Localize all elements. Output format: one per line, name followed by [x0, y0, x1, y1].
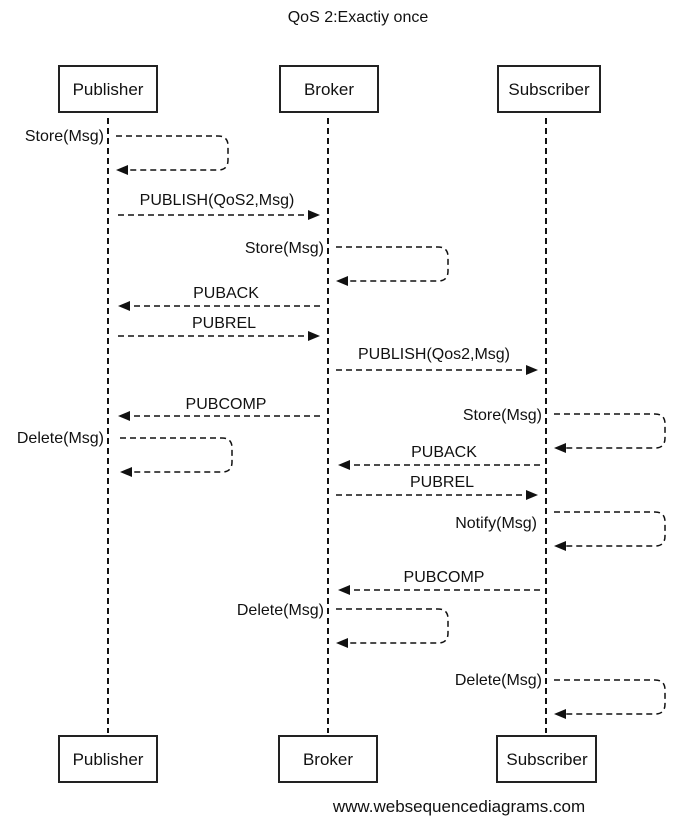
participant-publisher-top: Publisher: [58, 65, 158, 113]
participant-label: Publisher: [73, 80, 144, 99]
lifelines: [107, 118, 547, 733]
participant-label: Subscriber: [506, 750, 588, 769]
message-puback-to-broker: PUBACK: [338, 444, 540, 470]
participants-bottom: Publisher Broker Subscriber: [58, 735, 597, 783]
message-label: PUBREL: [192, 315, 256, 332]
arrowhead: [336, 638, 348, 648]
message-publisher-store: Store(Msg): [25, 128, 229, 175]
message-puback-to-publisher: PUBACK: [118, 285, 320, 311]
message-publish-to-subscriber: PUBLISH(Qos2,Msg): [336, 346, 538, 375]
message-pubrel-to-subscriber: PUBREL: [336, 474, 538, 500]
message-label: Delete(Msg): [17, 430, 104, 447]
message-subscriber-notify: Notify(Msg): [455, 511, 666, 551]
participant-broker-top: Broker: [279, 65, 379, 113]
message-label: Notify(Msg): [455, 515, 537, 532]
message-broker-delete: Delete(Msg): [237, 602, 449, 648]
message-label: PUBACK: [411, 444, 477, 461]
participant-subscriber-top: Subscriber: [497, 65, 601, 113]
message-label: Delete(Msg): [455, 672, 542, 689]
message-label: Store(Msg): [463, 407, 542, 424]
participants-top: Publisher Broker Subscriber: [58, 65, 601, 113]
message-subscriber-delete: Delete(Msg): [455, 672, 666, 719]
arrowhead: [118, 411, 130, 421]
message-publisher-delete: Delete(Msg): [17, 430, 233, 477]
message-pubcomp-to-publisher: PUBCOMP: [118, 396, 320, 421]
arrowhead: [336, 276, 348, 286]
participant-label: Publisher: [73, 750, 144, 769]
arrowhead: [526, 490, 538, 500]
message-label: PUBLISH(QoS2,Msg): [140, 192, 295, 209]
message-label: Store(Msg): [25, 128, 104, 145]
message-label: Store(Msg): [245, 240, 324, 257]
message-label: PUBACK: [193, 285, 259, 302]
participant-broker-bottom: Broker: [278, 735, 378, 783]
arrowhead: [120, 467, 132, 477]
participant-publisher-bottom: Publisher: [58, 735, 158, 783]
message-label: PUBLISH(Qos2,Msg): [358, 346, 510, 363]
message-label: PUBREL: [410, 474, 474, 491]
participant-label: Subscriber: [508, 80, 590, 99]
arrowhead: [338, 460, 350, 470]
participant-label: Broker: [303, 750, 353, 769]
messages: Store(Msg) PUBLISH(QoS2,Msg) Store(Msg) …: [17, 128, 666, 719]
arrowhead: [554, 709, 566, 719]
message-subscriber-store: Store(Msg): [463, 407, 666, 453]
message-label: Delete(Msg): [237, 602, 324, 619]
arrowhead: [526, 365, 538, 375]
message-publish-qos2: PUBLISH(QoS2,Msg): [118, 192, 320, 220]
arrowhead: [308, 210, 320, 220]
participant-label: Broker: [304, 80, 354, 99]
arrowhead: [554, 541, 566, 551]
arrowhead: [338, 585, 350, 595]
footer-watermark: www.websequencediagrams.com: [332, 797, 585, 816]
arrowhead: [554, 443, 566, 453]
message-label: PUBCOMP: [186, 396, 267, 413]
arrowhead: [116, 165, 128, 175]
arrowhead: [308, 331, 320, 341]
message-broker-store: Store(Msg): [245, 240, 449, 286]
participant-subscriber-bottom: Subscriber: [496, 735, 597, 783]
message-label: PUBCOMP: [404, 569, 485, 586]
arrowhead: [118, 301, 130, 311]
message-pubcomp-to-broker: PUBCOMP: [338, 569, 540, 595]
message-pubrel-to-broker: PUBREL: [118, 315, 320, 341]
diagram-title: QoS 2:Exactiy once: [288, 9, 429, 26]
